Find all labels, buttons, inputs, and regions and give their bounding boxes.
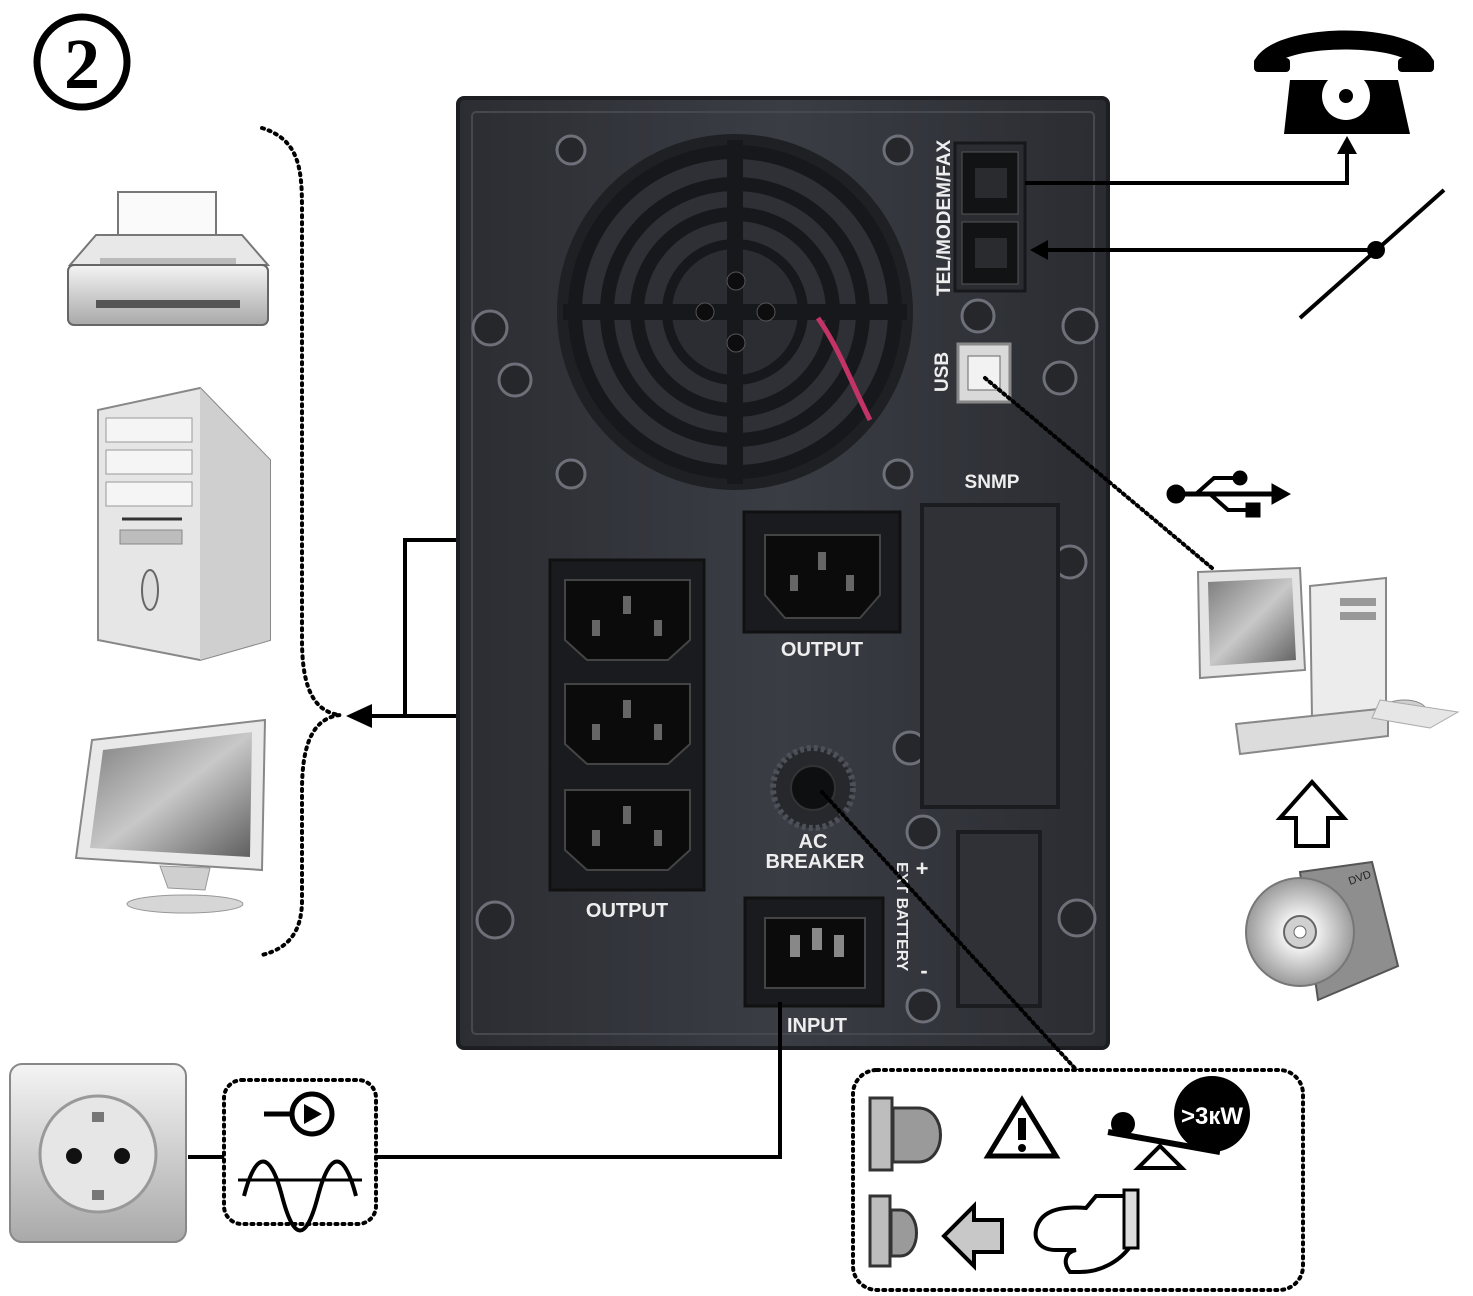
telephone-icon — [1254, 30, 1434, 134]
breaker-reset-icon — [868, 1194, 918, 1268]
wall-socket-icon — [9, 1063, 187, 1243]
usb-symbol-icon — [1166, 470, 1292, 518]
step-number: 2 — [64, 24, 100, 104]
pc-workstation-icon — [1196, 566, 1460, 756]
printer-icon — [67, 191, 271, 326]
tel-connection-lines — [1025, 136, 1446, 320]
usb-dotted-link — [983, 376, 1214, 570]
usb-label: USB — [932, 352, 953, 392]
ac-breaker-knob — [770, 745, 856, 831]
ac-breaker-label-line2: BREAKER — [766, 851, 865, 873]
devices-brace — [260, 126, 341, 957]
press-left-arrow-icon — [941, 1201, 1004, 1271]
battery-minus: - — [920, 958, 927, 983]
output-socket-top — [742, 510, 902, 634]
input-socket — [743, 896, 885, 1008]
upload-arrow-icon — [1275, 778, 1349, 848]
usb-port — [956, 342, 1012, 404]
snmp-slot-cover — [920, 503, 1060, 809]
panel-screws — [471, 134, 1099, 1024]
software-cd-icon: DVD — [1245, 860, 1400, 1002]
ac-input-box — [222, 1078, 378, 1226]
mains-input-lines — [188, 1002, 782, 1159]
snmp-label: SNMP — [965, 472, 1020, 493]
input-label: INPUT — [787, 1015, 847, 1037]
output-top-label: OUTPUT — [781, 639, 863, 661]
battery-plus: + — [916, 856, 929, 881]
ac-breaker-label-line1: AC — [799, 831, 828, 853]
battery-label: EXT BATTERY — [893, 862, 910, 972]
output-group-label: OUTPUT — [586, 900, 668, 922]
cooling-fan — [557, 134, 913, 490]
breaker-button-icon — [868, 1096, 942, 1172]
breaker-dotted-link — [820, 790, 1084, 1078]
sine-wave-icon — [242, 1159, 358, 1233]
overload-icon: >3кW — [1107, 1076, 1250, 1170]
tel-modem-label: TEL/MODEM/FAX — [934, 139, 955, 296]
tel-modem-ports — [953, 141, 1027, 293]
step-number-badge: 2 — [33, 13, 131, 111]
warning-icon — [983, 1095, 1061, 1159]
overload-badge: >3кW — [1181, 1103, 1243, 1130]
lcd-monitor-icon — [74, 718, 267, 914]
desktop-tower-icon — [97, 386, 271, 662]
output-socket-group — [548, 558, 706, 892]
pointing-hand-icon — [1033, 1188, 1140, 1274]
ext-battery-slot — [956, 830, 1042, 1008]
